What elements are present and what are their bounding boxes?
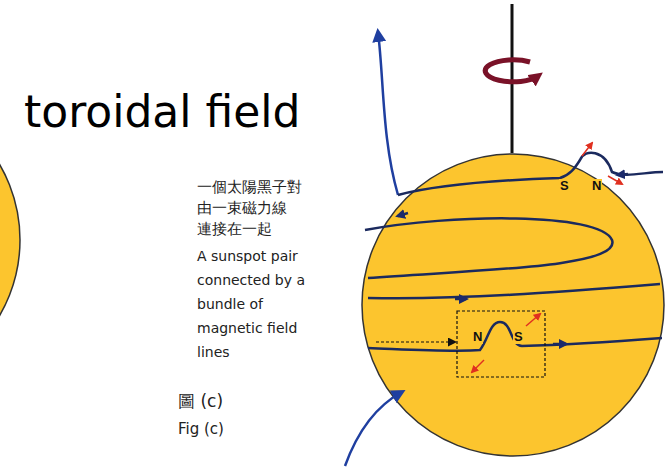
figure-number: 圖 (c) [178, 390, 223, 412]
sunspot-pole: S [513, 330, 524, 344]
sunspot-pole: N [591, 179, 602, 193]
diagram-title: toroidal field [24, 84, 300, 140]
english-callout: A sunspot pair connected by a bundle of … [197, 244, 327, 364]
sunspot-pole: S [559, 179, 570, 193]
sunspot-pole: N [472, 330, 483, 344]
chinese-callout: 一個太陽黑子對 由一束磁力線 連接在一起 [197, 177, 303, 240]
figure-number: Fig (c) [178, 418, 224, 440]
